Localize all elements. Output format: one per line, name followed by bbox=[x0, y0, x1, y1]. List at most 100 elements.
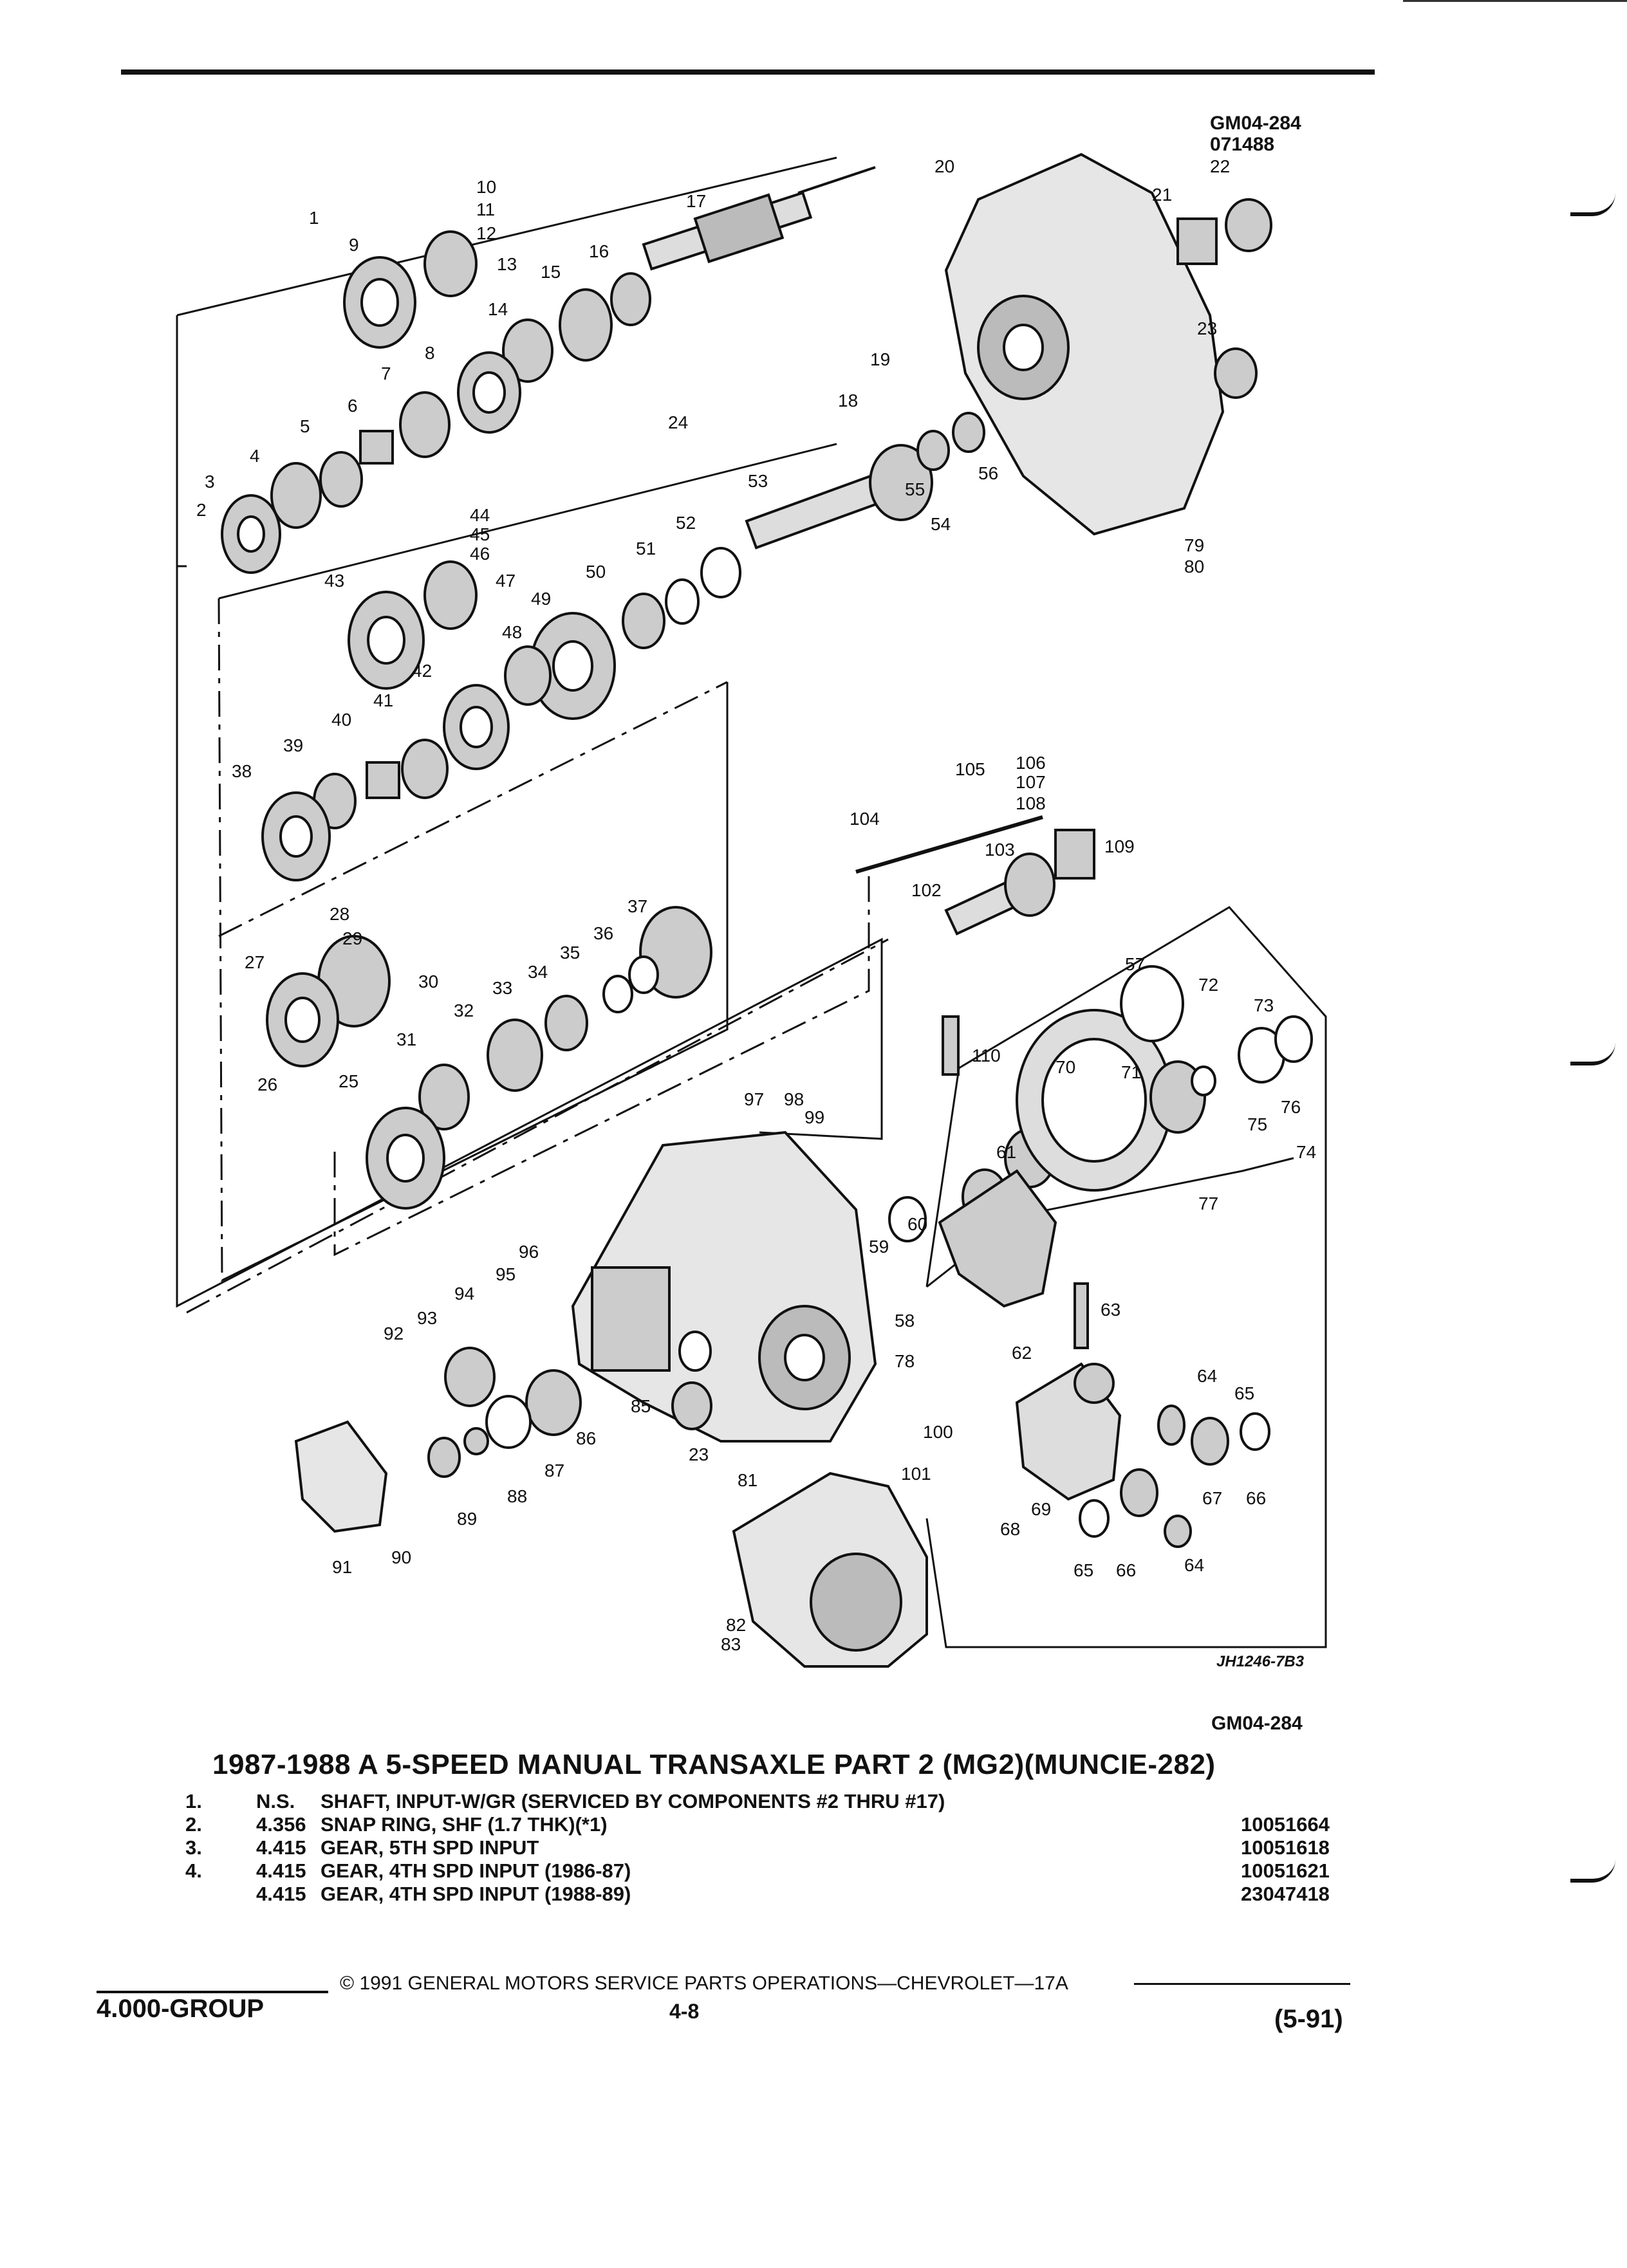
callout-number: 58 bbox=[895, 1311, 915, 1331]
row-description: SNAP RING, SHF (1.7 THK)(*1) bbox=[321, 1813, 608, 1836]
callout-number: 71 bbox=[1121, 1062, 1141, 1082]
callout-number: 21 bbox=[1152, 185, 1172, 205]
callout-number: 52 bbox=[676, 513, 696, 533]
callout-number: 17 bbox=[686, 191, 706, 211]
parts-row: 2. 4.356 SNAP RING, SHF (1.7 THK)(*1) 10… bbox=[161, 1813, 1371, 1836]
footer-rule-right bbox=[1134, 1983, 1350, 1985]
callout-number: 38 bbox=[232, 761, 252, 781]
callout-number: 66 bbox=[1246, 1488, 1266, 1508]
footer-group-label: 4.000-GROUP bbox=[97, 1995, 265, 2023]
callout-number: 62 bbox=[1012, 1343, 1032, 1363]
callout-number: 89 bbox=[457, 1509, 477, 1529]
callout-number: 94 bbox=[454, 1284, 474, 1304]
row-group-code: 4.415 bbox=[256, 1883, 306, 1905]
callout-number: 81 bbox=[738, 1470, 758, 1490]
callout-number: 33 bbox=[492, 978, 512, 998]
callout-number: 105 bbox=[955, 759, 985, 779]
callout-number: 42 bbox=[412, 661, 432, 681]
row-part-detail: , 4TH SPD INPUT (1988-89) bbox=[378, 1883, 631, 1905]
row-description: GEAR, 4TH SPD INPUT (1986-87) bbox=[321, 1859, 631, 1883]
callout-number: 65 bbox=[1234, 1383, 1254, 1403]
footer-rule-left bbox=[97, 1991, 328, 1993]
row-part-name: GEAR bbox=[321, 1883, 378, 1905]
callout-number: 11 bbox=[476, 199, 495, 219]
callout-number: 37 bbox=[628, 896, 647, 916]
row-group-code: 4.415 bbox=[256, 1859, 306, 1882]
callout-number: 86 bbox=[576, 1428, 596, 1448]
callout-number: 27 bbox=[245, 952, 265, 972]
callout-number: 56 bbox=[978, 463, 998, 483]
row-description: GEAR, 4TH SPD INPUT (1988-89) bbox=[321, 1883, 631, 1906]
callout-number: 99 bbox=[804, 1107, 824, 1127]
group-1-outline bbox=[176, 315, 187, 567]
callout-number: 2 bbox=[196, 500, 207, 520]
callout-number: 85 bbox=[631, 1396, 651, 1416]
scan-mark bbox=[1570, 1859, 1615, 1883]
callout-number: 43 bbox=[324, 571, 344, 591]
callout-number: 1 bbox=[309, 208, 319, 228]
callout-number: 109 bbox=[1104, 836, 1135, 856]
callout-number: 25 bbox=[339, 1071, 358, 1091]
callout-number: 90 bbox=[391, 1547, 411, 1567]
callout-number: 60 bbox=[907, 1214, 927, 1234]
callout-number: 13 bbox=[497, 254, 517, 274]
row-group-code: 4.415 bbox=[256, 1836, 306, 1859]
callout-number: 31 bbox=[396, 1029, 416, 1049]
callout-number: 40 bbox=[331, 710, 351, 730]
callout-number: 101 bbox=[901, 1464, 931, 1484]
callout-number: 4 bbox=[250, 446, 260, 466]
row-number: 2. bbox=[185, 1813, 202, 1836]
callout-number: 103 bbox=[985, 840, 1015, 860]
callout-number: 65 bbox=[1074, 1560, 1093, 1580]
page-number: 4-8 bbox=[669, 2000, 700, 2023]
callout-number: 19 bbox=[870, 349, 890, 369]
callout-number: 96 bbox=[519, 1242, 539, 1262]
callout-number: 23 bbox=[1197, 318, 1217, 338]
callout-number: 5 bbox=[300, 416, 310, 436]
row-part-number: 10051621 bbox=[1241, 1859, 1330, 1882]
callout-number: 55 bbox=[905, 479, 925, 499]
callout-number: 68 bbox=[1000, 1519, 1020, 1539]
callout-number: 63 bbox=[1101, 1300, 1120, 1320]
callout-number: 64 bbox=[1184, 1555, 1204, 1575]
callout-number: 22 bbox=[1210, 156, 1230, 176]
callout-number: 8 bbox=[425, 343, 435, 363]
row-part-name: SNAP RING bbox=[321, 1813, 431, 1836]
footer-copyright: © 1991 GENERAL MOTORS SERVICE PARTS OPER… bbox=[340, 1973, 1068, 1994]
callout-number: 74 bbox=[1296, 1142, 1316, 1162]
callout-number: 95 bbox=[496, 1264, 516, 1284]
callout-number: 92 bbox=[384, 1323, 404, 1343]
callout-number: 7 bbox=[381, 364, 391, 383]
callout-number: 100 bbox=[923, 1422, 953, 1442]
parts-row: 1. N.S. SHAFT, INPUT-W/GR (SERVICED BY C… bbox=[161, 1790, 1371, 1813]
revision-date: (5-91) bbox=[1274, 2005, 1343, 2033]
callout-number: 9 bbox=[349, 235, 359, 255]
callout-number: 12 bbox=[476, 223, 496, 243]
callout-number: 78 bbox=[895, 1351, 915, 1371]
catalog-title: 1987-1988 A 5-SPEED MANUAL TRANSAXLE PAR… bbox=[212, 1749, 1216, 1780]
callout-number: 67 bbox=[1202, 1488, 1222, 1508]
callout-number: 30 bbox=[418, 972, 438, 991]
callout-number: 80 bbox=[1184, 557, 1204, 576]
callout-number: 50 bbox=[586, 562, 606, 582]
callout-number: 104 bbox=[850, 809, 880, 829]
illustration-id: JH1246-7B3 bbox=[1216, 1653, 1305, 1670]
callout-number: 24 bbox=[668, 412, 688, 432]
callout-number: 16 bbox=[589, 241, 609, 261]
row-number: 4. bbox=[185, 1859, 202, 1882]
callout-number: 29 bbox=[342, 928, 362, 948]
callout-number: 32 bbox=[454, 1000, 474, 1020]
callout-number: 34 bbox=[528, 962, 548, 982]
callout-number: 72 bbox=[1198, 975, 1218, 995]
row-part-name: GEAR bbox=[321, 1859, 378, 1882]
callout-number: 53 bbox=[748, 471, 768, 491]
callout-number: 77 bbox=[1198, 1194, 1218, 1213]
callout-number: 88 bbox=[507, 1486, 527, 1506]
header-rule bbox=[121, 69, 1375, 75]
callout-number: 69 bbox=[1031, 1499, 1051, 1519]
row-description: SHAFT, INPUT-W/GR (SERVICED BY COMPONENT… bbox=[321, 1790, 945, 1813]
callout-number: 3 bbox=[205, 472, 215, 492]
callout-number: 64 bbox=[1197, 1366, 1217, 1386]
